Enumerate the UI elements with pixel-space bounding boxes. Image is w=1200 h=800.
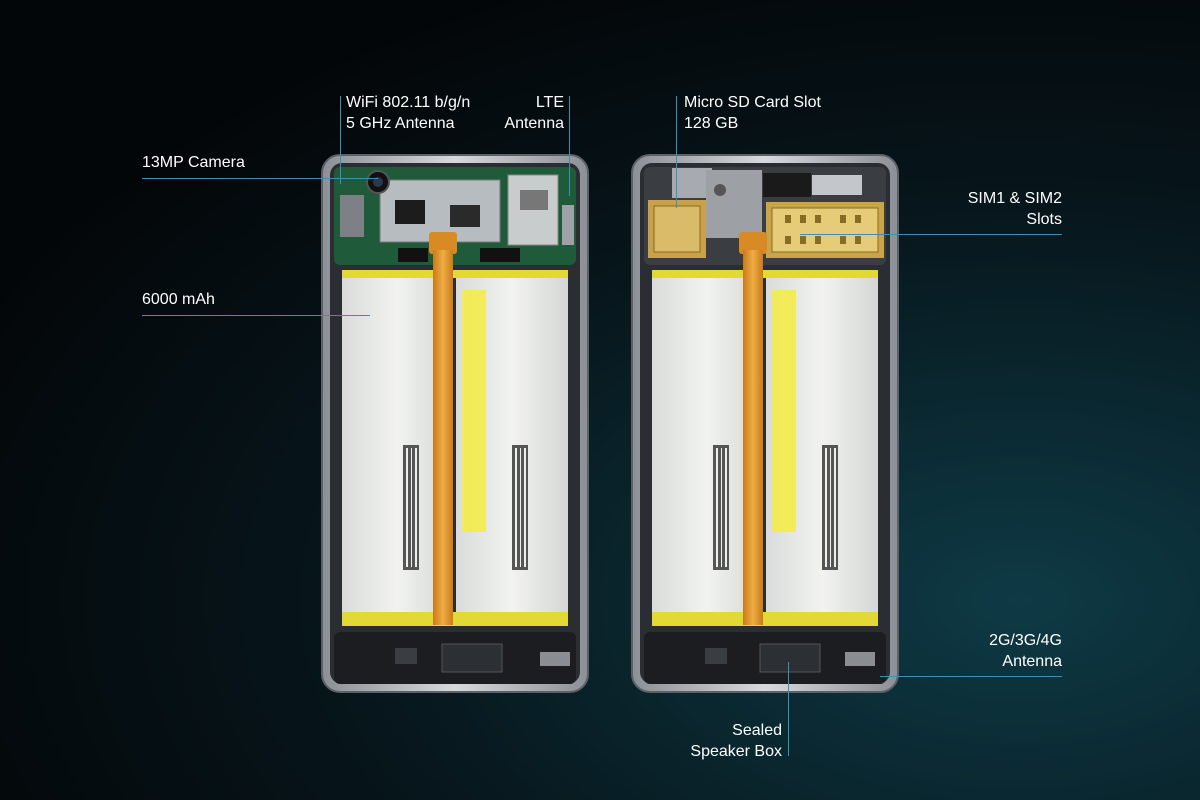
wifi-label-line1: WiFi 802.11 b/g/n [346,94,471,111]
flex-cable-right [739,232,767,625]
sim-label-line2: Slots [1026,211,1062,228]
camera-label: 13MP Camera [142,152,245,173]
flex-cable-left [429,232,457,625]
sim-callout-line [800,234,1062,235]
sim-label-line1: SIM1 & SIM2 [967,190,1062,207]
wifi-callout-line [340,96,341,184]
speaker-box-right [644,632,886,684]
speaker-label-line2: Speaker Box [690,743,782,760]
battery-callout-line [142,315,370,316]
antenna-label: 2G/3G/4G Antenna [989,630,1062,672]
microsd-callout-line [676,96,677,208]
lte-label: LTE Antenna [504,92,564,134]
lte-label-line2: Antenna [504,115,564,132]
speaker-box-left [334,632,576,684]
speaker-label-line1: Sealed [732,722,782,739]
right-phone [631,154,899,693]
mainboard [334,167,576,265]
battery-right [652,270,878,626]
battery-label: 6000 mAh [142,289,215,310]
antenna-callout-line [880,676,1062,677]
lte-label-line1: LTE [535,94,564,111]
antenna-label-line2: Antenna [1002,653,1062,670]
speaker-callout-line [788,662,789,756]
sim-label: SIM1 & SIM2 Slots [968,188,1062,230]
lte-callout-line [569,96,570,196]
left-phone [321,154,589,693]
speaker-label: Sealed Speaker Box [690,720,782,762]
battery [342,270,568,626]
wifi-label: WiFi 802.11 b/g/n 5 GHz Antenna [346,92,470,134]
microsd-label-line2: 128 GB [684,115,739,132]
antenna-label-line1: 2G/3G/4G [989,632,1062,649]
microsd-label: Micro SD Card Slot 128 GB [684,92,821,134]
camera-label-text: 13MP Camera [142,154,245,171]
wifi-label-line2: 5 GHz Antenna [346,115,455,132]
battery-label-text: 6000 mAh [142,291,215,308]
microsd-label-line1: Micro SD Card Slot [684,94,821,111]
top-bracket [644,167,886,265]
camera-callout-line [142,178,378,179]
